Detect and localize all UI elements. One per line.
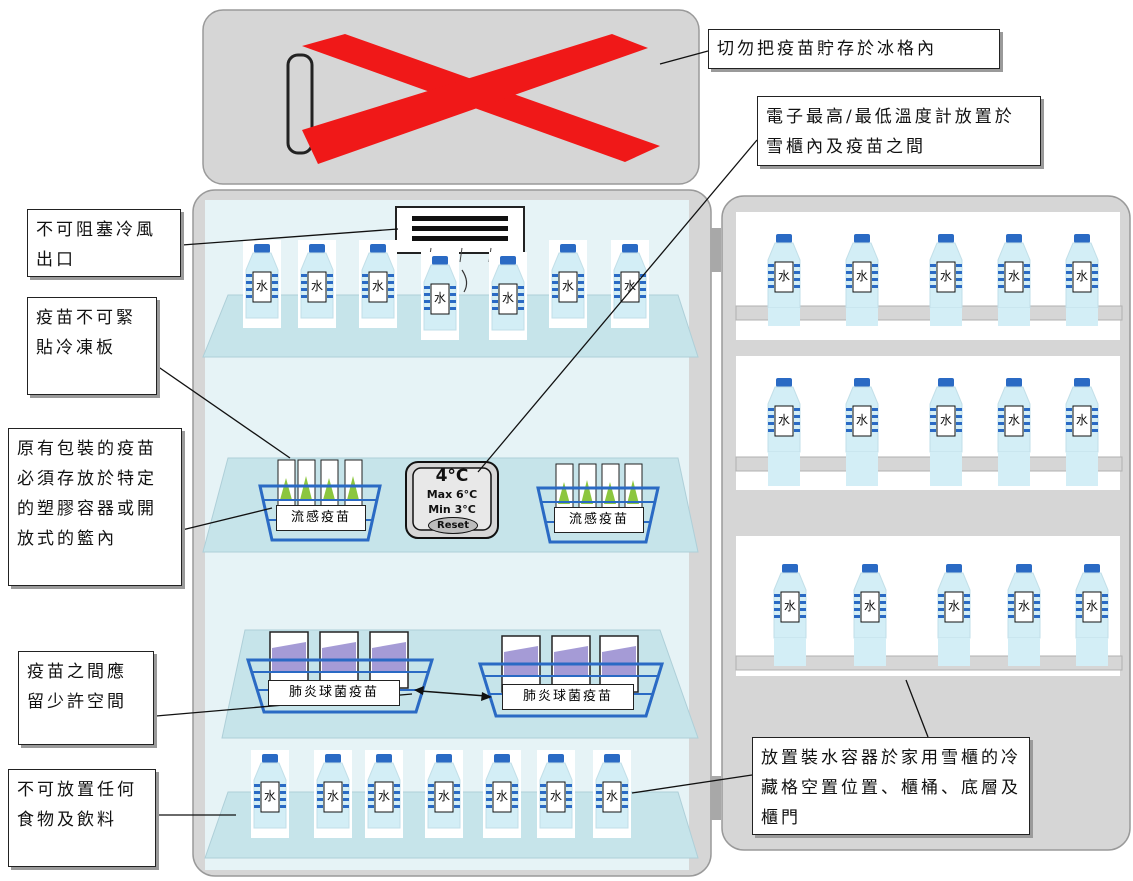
callout-freezer-warning: 切勿把疫苗貯存於冰格內: [708, 29, 1000, 69]
bottle-water-label: 水: [939, 413, 952, 427]
thermometer-min-temp: Min 3°C: [428, 503, 476, 513]
bottle-water-label: 水: [777, 413, 790, 427]
callout-spacing: 疫苗之間應留少許空間: [18, 651, 154, 745]
thermometer-current-temp: 4°C: [435, 466, 469, 486]
pneumococcal-vaccine-basket-right: [477, 635, 665, 718]
callout-packaging: 原有包裝的疫苗必須存放於特定的塑膠容器或開放式的籃內: [8, 428, 182, 586]
callout-thermometer-placement: 電子最高/最低溫度計放置於雪櫃內及疫苗之間: [757, 96, 1041, 166]
bottle-water-label: 水: [1085, 599, 1098, 613]
bottle-water-label: 水: [623, 279, 636, 293]
callout-air-outlet: 不可阻塞冷風出口: [27, 209, 181, 277]
bottle-water-label: 水: [371, 279, 384, 293]
red-cross-icon: [302, 34, 660, 164]
flu-vaccine-basket-right: [536, 463, 660, 544]
door-hinge: [711, 228, 721, 272]
bottle-water-label: 水: [1075, 413, 1088, 427]
thermometer-reset-button[interactable]: Reset: [428, 517, 478, 534]
flu-vaccine-label: 流感疫苗: [276, 505, 366, 531]
bottle-water-label: 水: [939, 269, 952, 283]
bottle-water-label: 水: [255, 279, 268, 293]
bottle-water-label: 水: [605, 789, 618, 803]
bottle-water-label: 水: [437, 789, 450, 803]
bottle-water-label: 水: [855, 269, 868, 283]
bottle-water-label: 水: [783, 599, 796, 613]
bottle-water-label: 水: [863, 599, 876, 613]
pneumococcal-vaccine-label: 肺炎球菌疫苗: [502, 684, 634, 710]
bottle-water-label: 水: [1017, 599, 1030, 613]
bottle-water-label: 水: [561, 279, 574, 293]
bottle-water-label: 水: [777, 269, 790, 283]
bottle-water-label: 水: [377, 789, 390, 803]
bottle-water-label: 水: [495, 789, 508, 803]
bottle-water-label: 水: [855, 413, 868, 427]
bottle-water-label: 水: [549, 789, 562, 803]
bottle-water-label: 水: [1007, 413, 1020, 427]
door-hinge: [711, 776, 721, 820]
callout-water-containers: 放置裝水容器於家用雪櫃的冷藏格空置位置、櫃桶、底層及櫃門: [752, 737, 1030, 835]
thermometer-max-temp: Max 6°C: [426, 488, 478, 501]
bottle-water-label: 水: [326, 789, 339, 803]
bottle-water-label: 水: [501, 291, 514, 305]
freezer-handle: [286, 53, 314, 155]
bottle-water-label: 水: [947, 599, 960, 613]
callout-cold-plate: 疫苗不可緊貼冷凍板: [27, 297, 157, 395]
flu-vaccine-label: 流感疫苗: [554, 507, 644, 533]
bottle-water-label: 水: [433, 291, 446, 305]
bottle-water-label: 水: [1007, 269, 1020, 283]
pneumococcal-vaccine-label: 肺炎球菌疫苗: [268, 680, 400, 706]
spacing-arrow: [414, 686, 492, 701]
callout-no-food: 不可放置任何食物及飲料: [8, 769, 156, 867]
bottle-water-label: 水: [1075, 269, 1088, 283]
bottle-water-label: 水: [310, 279, 323, 293]
water-bottles-door: [767, 233, 1109, 666]
bottle-water-label: 水: [263, 789, 276, 803]
